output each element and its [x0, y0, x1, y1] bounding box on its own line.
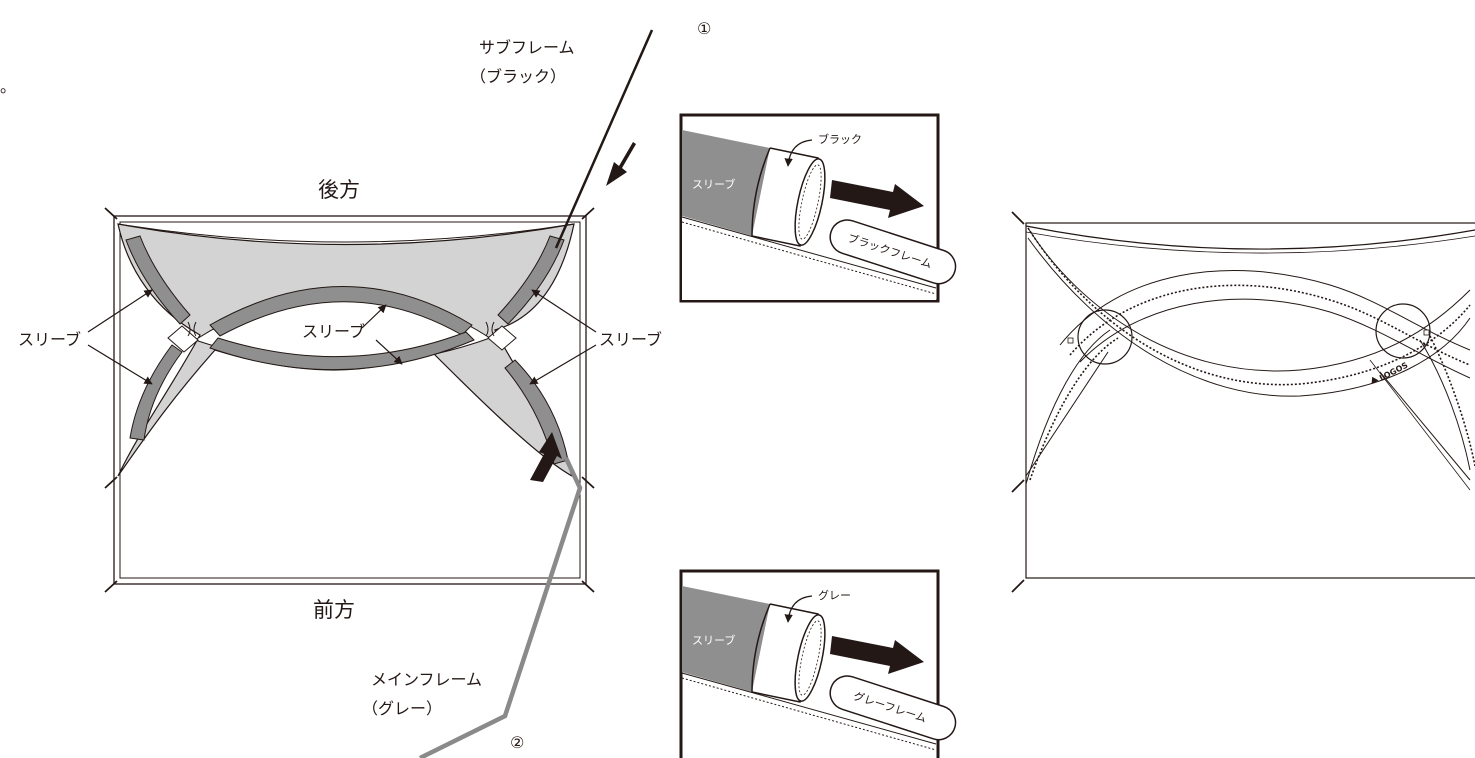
- floor-outline: [113, 215, 587, 585]
- inset-black-sleeve-curve: [751, 147, 771, 237]
- inset-gray-color-label: グレー: [818, 588, 851, 602]
- right-right-guy: [1379, 371, 1471, 481]
- inset-gray-edge: [681, 672, 937, 745]
- inset-black-color-label: ブラック: [818, 132, 862, 146]
- corner-stakes: [104, 207, 595, 593]
- right-left-guy: [1025, 351, 1109, 477]
- inset-black-opening: [794, 158, 826, 246]
- sub-frame-pole: [554, 29, 654, 249]
- step-1-marker: ①: [697, 19, 711, 38]
- right-arch-a-stitch: [1027, 227, 1471, 386]
- right-right-guy-2: [1369, 359, 1471, 491]
- sub-frame-color: （ブラック）: [470, 67, 566, 86]
- sleeves: [125, 235, 569, 465]
- right-clip-right: [1423, 329, 1430, 336]
- inset-gray-seam: [681, 677, 937, 751]
- left-tent-diagram: 。: [0, 19, 711, 758]
- inset-gray-arrow: [830, 636, 924, 674]
- clip-hooks: [187, 321, 495, 337]
- front-label: 前方: [313, 598, 355, 622]
- inset-black-frame: ブラックフレーム ブラック スリーブ: [679, 113, 957, 303]
- right-arch-b-outer: [1059, 270, 1471, 351]
- step-2-marker: ②: [510, 733, 524, 752]
- logo-tree-icon: [1371, 376, 1379, 385]
- side-clips: [167, 325, 517, 353]
- right-left-leg-outer: [1025, 329, 1111, 485]
- sub-frame-label: サブフレーム: [479, 38, 575, 57]
- floor-inner-outline: [119, 221, 581, 579]
- inset-black-seam: [681, 221, 937, 295]
- inset-black-arrow: [830, 180, 924, 218]
- right-logo-text: LOGOS: [1378, 360, 1410, 382]
- inset-gray-sleeve: [682, 586, 770, 692]
- right-left-leg-stitch: [1029, 337, 1119, 481]
- right-crossing-right: [1375, 303, 1431, 359]
- main-frame-color: （グレー）: [362, 699, 442, 718]
- right-right-leg-outer: [1419, 339, 1471, 471]
- right-right-leg-stitch: [1429, 335, 1475, 467]
- inset-black-opening-stitch: [798, 164, 822, 240]
- sleeve-pointer-arrows: [87, 289, 597, 385]
- right-crossing-left: [1077, 309, 1133, 365]
- right-corner-stakes: [1011, 211, 1025, 593]
- canopy-rear-edge: [117, 223, 575, 243]
- right-arch-b-stitch: [1069, 284, 1471, 366]
- main-frame-pole: [419, 457, 583, 758]
- right-rear-edge-inner: [1025, 231, 1475, 254]
- rear-label: 後方: [318, 178, 360, 202]
- right-rear-edge: [1025, 225, 1475, 250]
- right-arch-a-outer: [1027, 227, 1471, 372]
- inset-black-pole: ブラックフレーム: [829, 219, 957, 285]
- inset-black-curl-arrow: [784, 139, 813, 167]
- right-arch-b-inner: [1079, 298, 1471, 379]
- sleeve-label-left: スリーブ: [18, 330, 81, 349]
- insert-direction-arrow-1: [606, 142, 636, 186]
- inset-gray-opening: [794, 614, 826, 702]
- insert-direction-arrow-2: [530, 432, 562, 482]
- edge-text: 。: [0, 77, 16, 96]
- right-clip-left: [1067, 337, 1074, 344]
- inset-black-sleeve-label: スリーブ: [692, 177, 735, 191]
- canopy-front-right-edge: [429, 349, 573, 477]
- inset-gray-curl-arrow: [784, 595, 813, 623]
- main-frame-label: メインフレーム: [371, 670, 482, 689]
- inset-gray-frame: グレーフレーム グレー スリーブ: [679, 569, 957, 758]
- sleeve-label-center: スリーブ: [302, 322, 365, 341]
- inset-gray-sleeve-curve: [751, 603, 771, 693]
- inset-black-sleeve: [682, 130, 770, 236]
- inset-gray-opening-stitch: [798, 620, 822, 696]
- inset-black-edge: [681, 216, 937, 289]
- right-tent-diagram: LOGOS: [1011, 211, 1475, 593]
- inset-gray-sleeve-label: スリーブ: [692, 633, 735, 647]
- right-floor-outline: [1025, 222, 1475, 579]
- sleeve-label-right: スリーブ: [599, 330, 662, 349]
